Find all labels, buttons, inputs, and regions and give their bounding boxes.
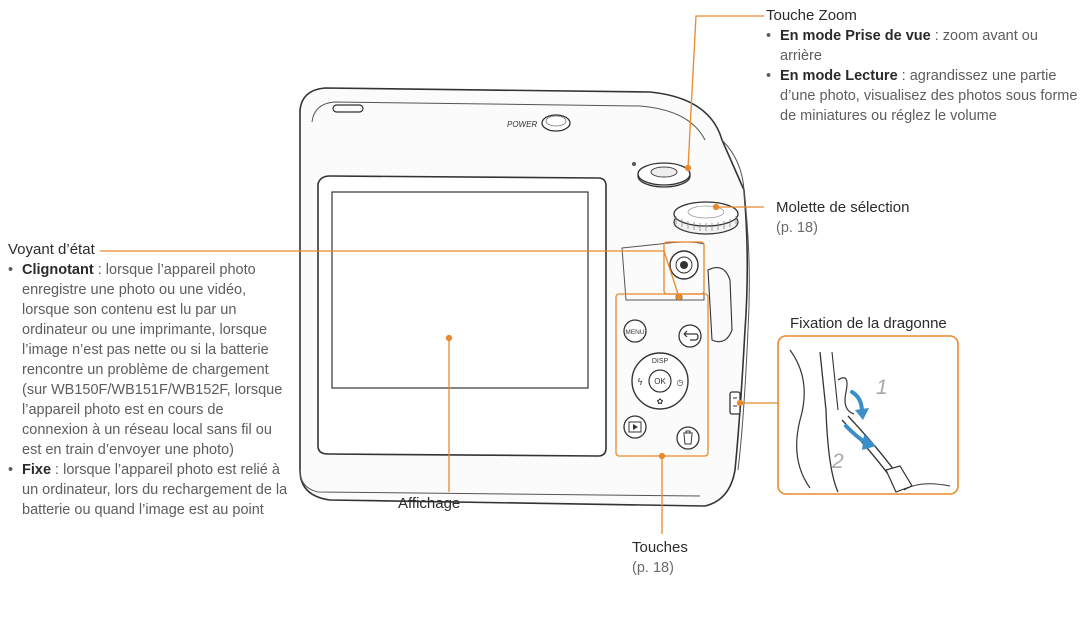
zoom-bullets: En mode Prise de vue : zoom avant ou arr… (766, 26, 1080, 126)
record-button-graphic (669, 250, 699, 280)
menu-label: MENU (625, 329, 644, 336)
strap-title: Fixation de la dragonne (790, 315, 947, 332)
status-lamp-callout: Voyant d’état Clignotant : lorsque l’app… (8, 240, 290, 520)
lcd-screen-graphic (317, 175, 607, 457)
status-bullets: Clignotant : lorsque l’appareil photo en… (8, 260, 290, 520)
dial-ref: (p. 18) (776, 220, 818, 236)
back-button-graphic (678, 324, 702, 348)
strap-inset: 1 2 (777, 335, 959, 495)
playback-button-graphic (623, 415, 647, 439)
svg-text:✿: ✿ (657, 397, 664, 406)
status-bullet-blinking: Clignotant : lorsque l’appareil photo en… (8, 260, 290, 460)
zoom-button-callout: Touche Zoom En mode Prise de vue : zoom … (766, 6, 1080, 126)
ok-label: OK (654, 377, 666, 386)
svg-text:ϟ: ϟ (637, 378, 643, 388)
display-callout: Affichage (398, 494, 518, 514)
delete-button-graphic (676, 426, 700, 450)
menu-button-graphic: MENU (623, 319, 647, 343)
mode-dial-graphic (673, 201, 739, 235)
strap-step-2: 2 (831, 450, 844, 473)
strap-callout: Fixation de la dragonne (790, 314, 1040, 334)
zoom-bullet-shoot: En mode Prise de vue : zoom avant ou arr… (766, 26, 1080, 66)
zoom-title: Touche Zoom (766, 7, 857, 24)
buttons-title: Touches (632, 539, 688, 556)
svg-text:◷: ◷ (677, 378, 684, 387)
disp-label: DISP (652, 358, 669, 365)
leader-lines (100, 15, 778, 534)
zoom-button-graphic (632, 162, 691, 188)
buttons-callout: Touches (p. 18) (632, 538, 752, 578)
zoom-bullet-playback: En mode Lecture : agrandissez une partie… (766, 66, 1080, 126)
power-label: POWER (507, 120, 537, 129)
buttons-ref: (p. 18) (632, 560, 674, 576)
power-button-graphic: POWER (507, 114, 571, 132)
nav-pad-graphic: OK DISP ϟ ◷ ✿ (631, 352, 689, 410)
dial-title: Molette de sélection (776, 199, 910, 216)
mode-dial-callout: Molette de sélection (p. 18) (776, 198, 996, 238)
record-group-box (663, 241, 705, 295)
status-bullet-steady: Fixe : lorsque l’appareil photo est reli… (8, 460, 290, 520)
display-title: Affichage (398, 495, 461, 512)
status-title: Voyant d’état (8, 241, 95, 258)
strap-step-1: 1 (876, 376, 888, 399)
